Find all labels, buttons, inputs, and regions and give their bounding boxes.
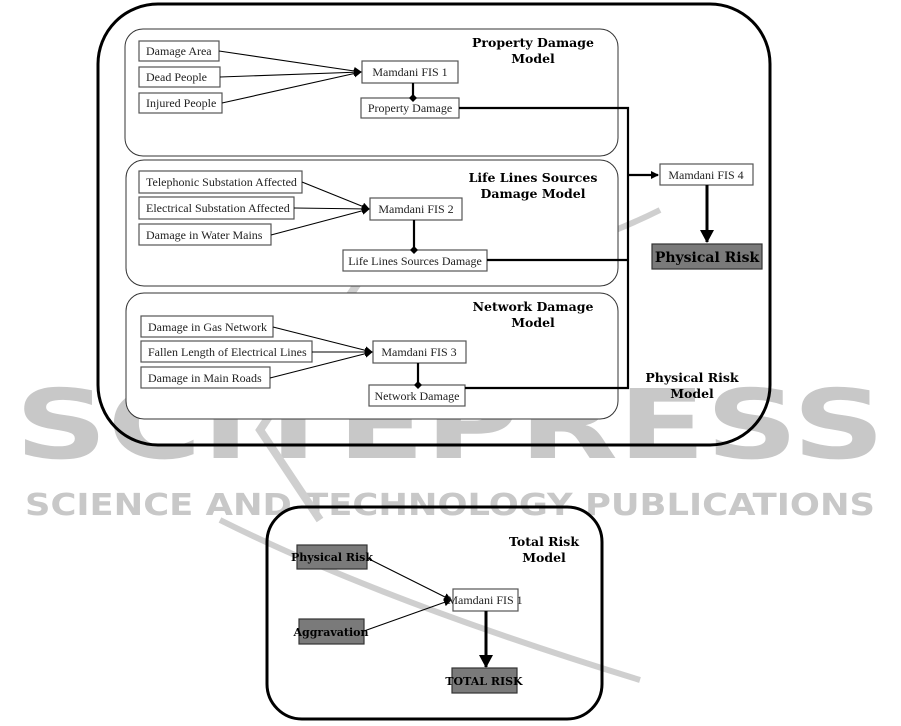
input-gas-network-label: Damage in Gas Network	[148, 320, 267, 334]
property-damage-model-title: Property Damage	[472, 35, 594, 50]
input-gas-network	[140, 315, 274, 338]
mamdani-fis-1-box	[361, 60, 459, 84]
mamdani-fis-1-label: Mamdani FIS 1	[372, 65, 447, 79]
life-lines-model-title-2: Damage Model	[481, 186, 586, 201]
connector-water-mains	[270, 206, 370, 236]
connector-total-aggravation	[363, 598, 452, 632]
total-input-physical-risk	[296, 544, 368, 570]
watermark-arc	[218, 517, 641, 683]
total-input-aggravation-label: Aggravation	[293, 626, 369, 639]
input-injured-people-label: Injured People	[146, 96, 216, 110]
input-electrical-substation-label: Electrical Substation Affected	[146, 201, 290, 215]
input-water-mains-label: Damage in Water Mains	[146, 228, 263, 242]
input-main-roads-label: Damage in Main Roads	[148, 371, 262, 385]
property-damage-label: Property Damage	[368, 101, 452, 115]
physical-risk-model-title: Physical Risk	[645, 370, 739, 385]
life-lines-sources-damage-label: Life Lines Sources Damage	[348, 254, 482, 268]
connector-total-physical-risk	[366, 557, 452, 601]
network-damage-model-title: Network Damage	[473, 299, 594, 314]
connector-dead-people	[219, 68, 362, 78]
input-fallen-electrical-lines-label: Fallen Length of Electrical Lines	[148, 345, 307, 359]
total-input-aggravation	[298, 618, 365, 645]
physical-risk-result-label: Physical Risk	[655, 250, 760, 266]
total-risk-result-label: TOTAL RISK	[445, 675, 523, 688]
property-damage-model-title-2: Model	[511, 51, 555, 66]
input-telephonic-substation-label: Telephonic Substation Affected	[146, 175, 297, 189]
network-damage-model-title-2: Model	[511, 315, 555, 330]
total-risk-model-title: Total Risk	[509, 534, 579, 549]
mamdani-fis-3-label: Mamdani FIS 3	[381, 345, 456, 359]
connector-electrical	[293, 204, 370, 213]
life-lines-model-title: Life Lines Sources	[469, 170, 598, 185]
connector-gas-network	[272, 326, 373, 355]
mamdani-fis-2-box	[369, 197, 463, 221]
aggregation-bus	[459, 106, 630, 390]
physical-risk-model-title-2: Model	[670, 386, 714, 401]
mamdani-fis-2-label: Mamdani FIS 2	[378, 202, 453, 216]
mamdani-fis-3-box	[372, 340, 467, 364]
total-mamdani-fis-label: Mamdani FIS 1	[447, 593, 522, 607]
mamdani-fis-4-label: Mamdani FIS 4	[668, 168, 743, 182]
connector-telephonic	[301, 181, 370, 211]
property-damage-model-panel	[124, 28, 619, 157]
input-dead-people-label: Dead People	[146, 70, 207, 84]
input-damage-area-label: Damage Area	[146, 44, 212, 58]
total-input-physical-risk-label: Physical Risk	[291, 551, 373, 564]
network-damage-label: Network Damage	[375, 389, 460, 403]
total-risk-model-frame	[265, 505, 604, 721]
connector-injured-people	[221, 69, 362, 104]
physical-risk-result-box	[651, 243, 763, 270]
total-risk-model-title-2: Model	[522, 550, 566, 565]
physical-risk-model-frame	[96, 2, 772, 447]
total-risk-result-box	[451, 667, 518, 694]
connector-damage-area	[218, 50, 362, 75]
connector-main-roads	[269, 349, 373, 379]
